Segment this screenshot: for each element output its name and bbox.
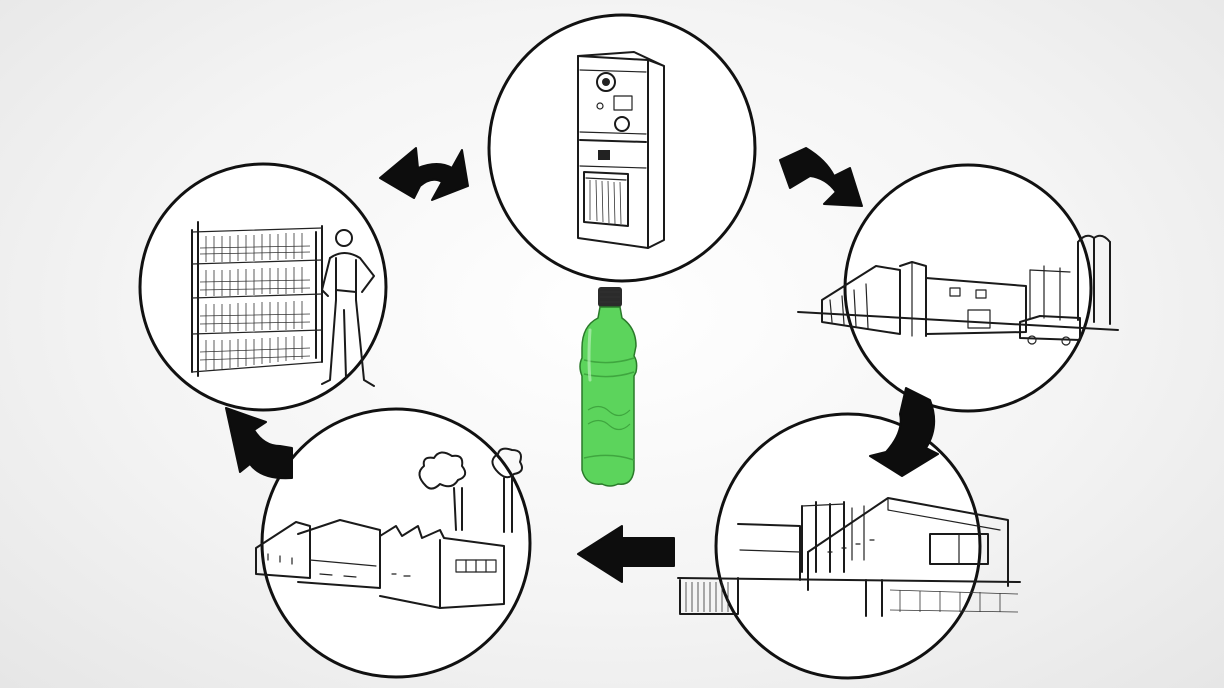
stage-circle bbox=[487, 13, 757, 283]
stage-bottle-factory bbox=[255, 407, 532, 679]
recycling-plant-icon bbox=[797, 234, 1119, 346]
bottle-factory-icon bbox=[255, 447, 523, 609]
arrow-processing-to-factory-icon bbox=[577, 525, 675, 583]
stage-circle bbox=[843, 163, 1093, 413]
stage-circle bbox=[260, 407, 532, 679]
arrow-machine-to-plant-icon bbox=[779, 147, 863, 207]
processing-factory-icon bbox=[677, 497, 1021, 617]
arrow-plant-to-processing-icon bbox=[869, 387, 939, 477]
stage-circle bbox=[138, 162, 388, 412]
cycle-arrows bbox=[225, 147, 939, 583]
stage-store-shelf bbox=[138, 162, 388, 412]
stage-recycling-plant bbox=[797, 163, 1119, 413]
stage-reverse-vending-machine bbox=[487, 13, 757, 283]
store-shelf-icon bbox=[191, 221, 375, 387]
reverse-vending-machine-icon bbox=[577, 51, 665, 249]
stage-processing-factory bbox=[677, 412, 1021, 680]
arrow-store-to-machine-icon bbox=[379, 147, 469, 201]
arrow-factory-to-store-icon bbox=[225, 407, 293, 480]
plastic-bottle-icon bbox=[579, 287, 638, 487]
stage-circle bbox=[714, 412, 982, 680]
